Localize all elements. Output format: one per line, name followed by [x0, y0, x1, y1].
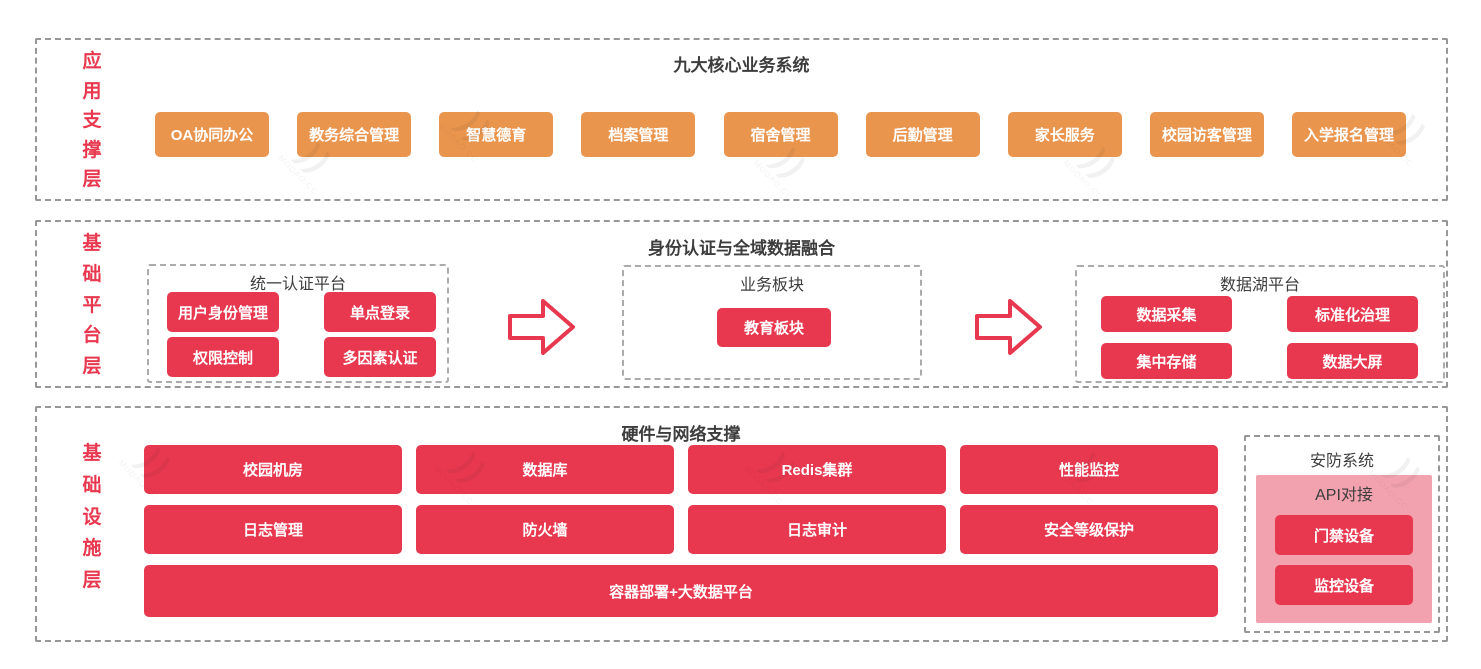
infra-row-1: 校园机房 数据库 Redis集群 性能监控 [144, 445, 1218, 494]
layer3-title: 硬件与网络支撑 [621, 425, 741, 444]
datalake-node: 集中存储 [1101, 343, 1232, 379]
layer-label-char: 层 [82, 570, 102, 591]
layer-label-char: 设 [82, 506, 102, 528]
layer-label-char: 支 [82, 110, 102, 131]
infra-node: 数据库 [416, 445, 674, 494]
security-node: 门禁设备 [1275, 515, 1413, 555]
infra-node: 防火墙 [416, 505, 674, 554]
app-system-node: 档案管理 [581, 112, 696, 157]
layer-label-app-support: 应 用 支 撑 层 [79, 52, 105, 189]
right-arrow-icon [975, 299, 1042, 355]
layer-label-char: 施 [82, 538, 102, 560]
app-system-node: 校园访客管理 [1149, 112, 1264, 157]
security-node: 监控设备 [1275, 565, 1413, 605]
infra-node: 日志管理 [144, 505, 402, 554]
right-arrow-icon [508, 299, 575, 355]
layer-label-char: 基 [82, 443, 102, 464]
infra-node: 校园机房 [144, 445, 402, 494]
layer-label-char: 用 [82, 80, 102, 102]
auth-platform-title: 统一认证平台 [249, 276, 346, 293]
layer-label-char: 应 [82, 51, 102, 72]
app-systems-row: OA协同办公 教务综合管理 智慧德育 档案管理 宿舍管理 后勤管理 家长服务 校… [155, 112, 1406, 157]
app-system-node: 教务综合管理 [297, 112, 412, 157]
auth-node: 用户身份管理 [167, 292, 279, 332]
app-system-node: 家长服务 [1007, 112, 1122, 157]
datalake-node: 数据大屏 [1287, 343, 1418, 379]
layer1-title: 九大核心业务系统 [673, 56, 810, 75]
layer-label-char: 基 [82, 233, 102, 254]
api-panel: API对接 门禁设备 监控设备 [1256, 475, 1432, 623]
business-block-title: 业务板块 [739, 277, 804, 294]
security-system-title: 安防系统 [1309, 453, 1374, 470]
layer-base-platform: 基 础 平 台 层 身份认证与全域数据融合 统一认证平台 用户身份管理 单点登录… [35, 220, 1448, 388]
datalake-node: 标准化治理 [1287, 296, 1418, 332]
layer-label-infrastructure: 基 础 设 施 层 [79, 444, 105, 590]
auth-node: 权限控制 [167, 337, 279, 377]
datalake-platform-group: 数据湖平台 数据采集 标准化治理 集中存储 数据大屏 [1075, 265, 1445, 383]
infra-row-2: 日志管理 防火墙 日志审计 安全等级保护 [144, 505, 1218, 554]
auth-platform-group: 统一认证平台 用户身份管理 单点登录 权限控制 多因素认证 [147, 264, 449, 383]
auth-node: 多因素认证 [324, 337, 436, 377]
app-system-node: 智慧德育 [439, 112, 554, 157]
app-system-node: 入学报名管理 [1292, 112, 1406, 157]
layer2-title: 身份认证与全域数据融合 [648, 239, 835, 258]
layer-label-char: 础 [82, 263, 102, 285]
datalake-platform-title: 数据湖平台 [1219, 277, 1300, 294]
security-system-group: 安防系统 API对接 门禁设备 监控设备 [1244, 435, 1440, 633]
layer-label-char: 撑 [82, 139, 102, 161]
app-system-node: 后勤管理 [865, 112, 980, 157]
infra-node: 日志审计 [688, 505, 946, 554]
layer-app-support: 应 用 支 撑 层 九大核心业务系统 OA协同办公 教务综合管理 智慧德育 档案… [35, 38, 1448, 201]
layer-label-char: 平 [82, 294, 102, 316]
infra-node: 安全等级保护 [960, 505, 1218, 554]
app-system-node: 宿舍管理 [723, 112, 838, 157]
layer-label-char: 层 [82, 356, 102, 377]
app-system-node: OA协同办公 [155, 112, 269, 157]
layer-label-char: 层 [82, 169, 102, 190]
layer-label-char: 台 [82, 325, 102, 347]
auth-node: 单点登录 [324, 292, 436, 332]
api-panel-label: API对接 [1315, 487, 1373, 504]
infra-node: 性能监控 [960, 445, 1218, 494]
layer-infrastructure: 基 础 设 施 层 硬件与网络支撑 校园机房 数据库 Redis集群 性能监控 … [35, 406, 1448, 642]
layer-label-char: 础 [82, 474, 102, 496]
datalake-node: 数据采集 [1101, 296, 1232, 332]
layer-label-base-platform: 基 础 平 台 层 [79, 234, 105, 376]
business-block-group: 业务板块 教育板块 [622, 265, 922, 380]
infra-wide-node: 容器部署+大数据平台 [144, 565, 1218, 617]
business-node: 教育板块 [717, 308, 831, 347]
infra-node: Redis集群 [688, 445, 946, 494]
